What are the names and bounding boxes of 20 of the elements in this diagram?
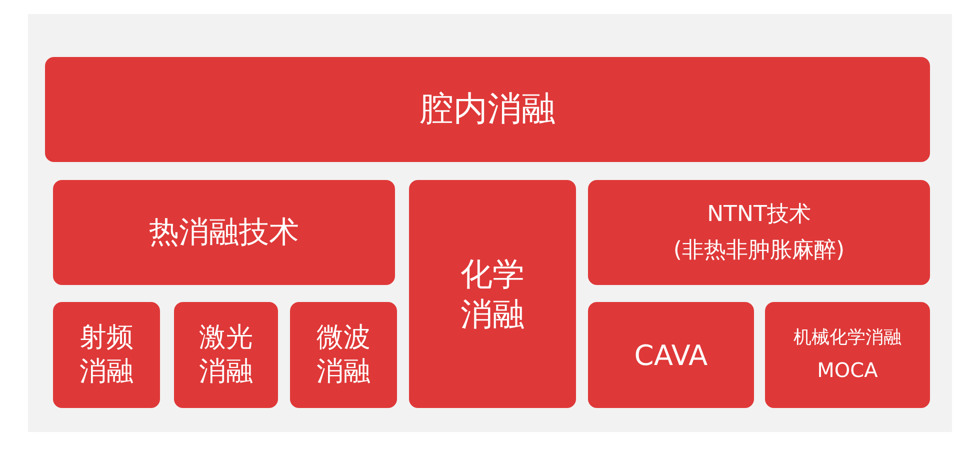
category-box [409,180,576,408]
box-title: 激光消融 [198,321,254,389]
box-title: 微波消融 [315,321,372,389]
box-title: CAVA [634,338,708,372]
category-box [588,302,754,408]
box-title: 射频消融 [78,321,134,389]
box-subtitle: MOCA [817,358,878,383]
box-title: NTNT技术 [707,201,811,228]
category-box [290,302,397,408]
box-title: 热消融技术 [149,214,299,252]
box-title: 机械化学消融 [794,327,902,350]
category-box [174,302,278,408]
category-box [765,302,930,408]
box-subtitle: (非热非肿胀麻醉) [673,236,845,264]
category-box [53,180,395,285]
category-box [45,57,930,162]
box-title: 化学消融 [459,254,526,334]
box-title: 腔内消融 [420,88,556,131]
category-box [53,302,160,408]
category-box [588,180,930,285]
